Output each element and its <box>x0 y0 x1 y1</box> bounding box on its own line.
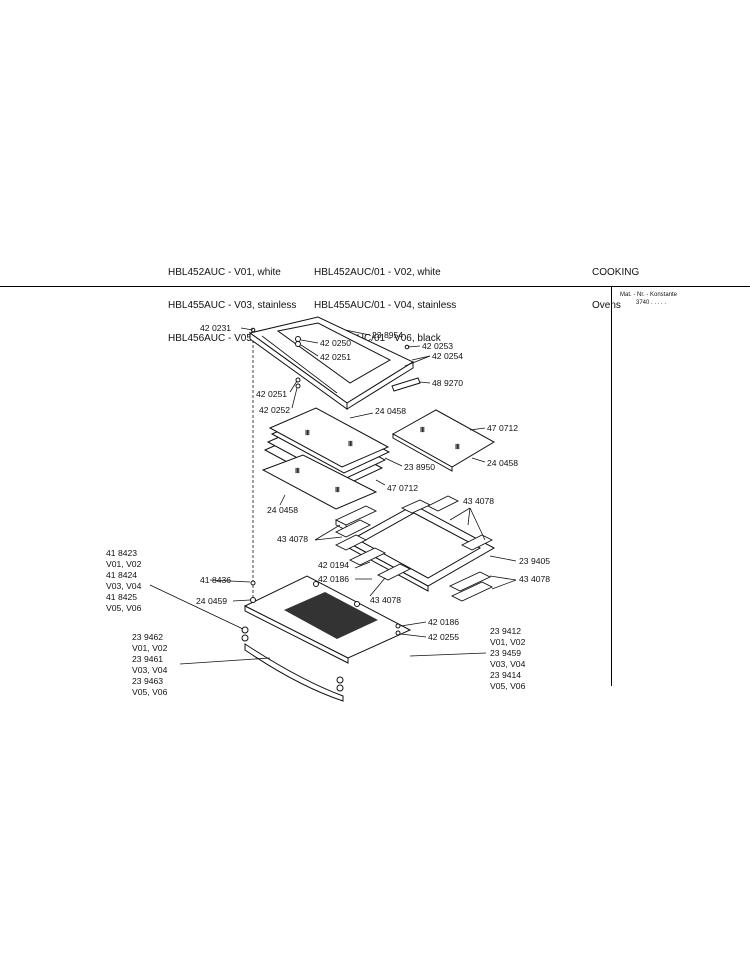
callout-labels: 42 0231 23 8954 42 0250 42 0253 42 0251 … <box>196 323 550 642</box>
group-line: 23 9463 <box>132 676 163 686</box>
callout-420231: 42 0231 <box>200 323 231 333</box>
group-line: 23 9412 <box>490 626 521 636</box>
group-line: V01, V02 <box>132 643 168 653</box>
mat-label: Mat. - Nr. - Konstante <box>620 292 678 298</box>
callout-240458-c: 24 0458 <box>267 505 298 515</box>
door-frame <box>248 316 415 410</box>
hinge-bracket <box>391 377 421 392</box>
callout-420186-a: 42 0186 <box>318 574 349 584</box>
callout-420251-a: 42 0251 <box>320 352 351 362</box>
group-line: V03, V04 <box>132 665 168 675</box>
group-line: V05, V06 <box>106 603 142 613</box>
svg-text:Ⅲ: Ⅲ <box>335 486 340 494</box>
model-line: HBL455AUC/01 - V04, stainless <box>314 300 457 311</box>
callout-group-418423: 41 8423 V01, V02 41 8424 V03, V04 41 842… <box>106 548 142 613</box>
callout-434078-d: 43 4078 <box>370 595 401 605</box>
callout-418436: 41 8436 <box>200 575 231 585</box>
group-line: 23 9461 <box>132 654 163 664</box>
callout-238950: 23 8950 <box>404 462 435 472</box>
svg-text:Ⅲ: Ⅲ <box>348 440 353 448</box>
callout-420194: 42 0194 <box>318 560 349 570</box>
callout-420253: 42 0253 <box>422 341 453 351</box>
callout-238954: 23 8954 <box>372 330 403 340</box>
callout-470712-b: 47 0712 <box>387 483 418 493</box>
model-line: HBL452AUC/01 - V02, white <box>314 267 441 278</box>
glass-pane-stack: Ⅲ Ⅲ Ⅲ Ⅲ <box>261 407 391 510</box>
callout-420255: 42 0255 <box>428 632 459 642</box>
category: COOKING <box>592 267 640 278</box>
callout-420252: 42 0252 <box>259 405 290 415</box>
callout-470712-a: 47 0712 <box>487 423 518 433</box>
group-line: V05, V06 <box>490 681 526 691</box>
callout-240458-b: 24 0458 <box>487 458 518 468</box>
group-line: 23 9459 <box>490 648 521 658</box>
glass-pane-single: Ⅲ Ⅲ <box>391 409 496 472</box>
callout-240459: 24 0459 <box>196 596 227 606</box>
svg-text:Ⅲ: Ⅲ <box>295 467 300 475</box>
svg-text:Ⅲ: Ⅲ <box>305 429 310 437</box>
callout-420186-b: 42 0186 <box>428 617 459 627</box>
frame-screws <box>250 327 410 389</box>
door-handle <box>244 643 344 702</box>
outer-door-panel <box>243 575 412 664</box>
callout-239405: 23 9405 <box>519 556 550 566</box>
callout-434078-a: 43 4078 <box>463 496 494 506</box>
group-line: V01, V02 <box>490 637 526 647</box>
callout-489270: 48 9270 <box>432 378 463 388</box>
model-line: HBL455AUC - V03, stainless <box>168 300 297 311</box>
mat-value: 3740 . . . . . <box>636 300 667 306</box>
group-line: V03, V04 <box>490 659 526 669</box>
group-line: 23 9462 <box>132 632 163 642</box>
header-rule <box>0 286 750 287</box>
group-line: 41 8425 <box>106 592 137 602</box>
callout-420250: 42 0250 <box>320 338 351 348</box>
group-line: V05, V06 <box>132 687 168 697</box>
leader-lines <box>149 327 517 665</box>
group-line: V01, V02 <box>106 559 142 569</box>
group-line: 41 8423 <box>106 548 137 558</box>
callout-420251-b: 42 0251 <box>256 389 287 399</box>
svg-text:Ⅲ: Ⅲ <box>455 443 460 451</box>
category-block: COOKING Ovens <box>592 245 639 322</box>
panel-screws <box>241 580 401 692</box>
model-line: HBL452AUC - V01, white <box>168 267 281 278</box>
callout-group-239462: 23 9462 V01, V02 23 9461 V03, V04 23 946… <box>132 632 168 697</box>
callout-240458-a: 24 0458 <box>375 406 406 416</box>
group-line: V03, V04 <box>106 581 142 591</box>
group-line: 23 9414 <box>490 670 521 680</box>
mat-number-block: Mat. - Nr. - Konstante 3740 . . . . . <box>620 291 677 307</box>
callout-420254: 42 0254 <box>432 351 463 361</box>
callout-434078-b: 43 4078 <box>277 534 308 544</box>
callout-group-239412: 23 9412 V01, V02 23 9459 V03, V04 23 941… <box>490 626 526 691</box>
svg-text:Ⅲ: Ⅲ <box>420 426 425 434</box>
side-rule <box>611 286 612 686</box>
callout-434078-c: 43 4078 <box>519 574 550 584</box>
group-line: 41 8424 <box>106 570 137 580</box>
subcategory: Ovens <box>592 300 621 311</box>
